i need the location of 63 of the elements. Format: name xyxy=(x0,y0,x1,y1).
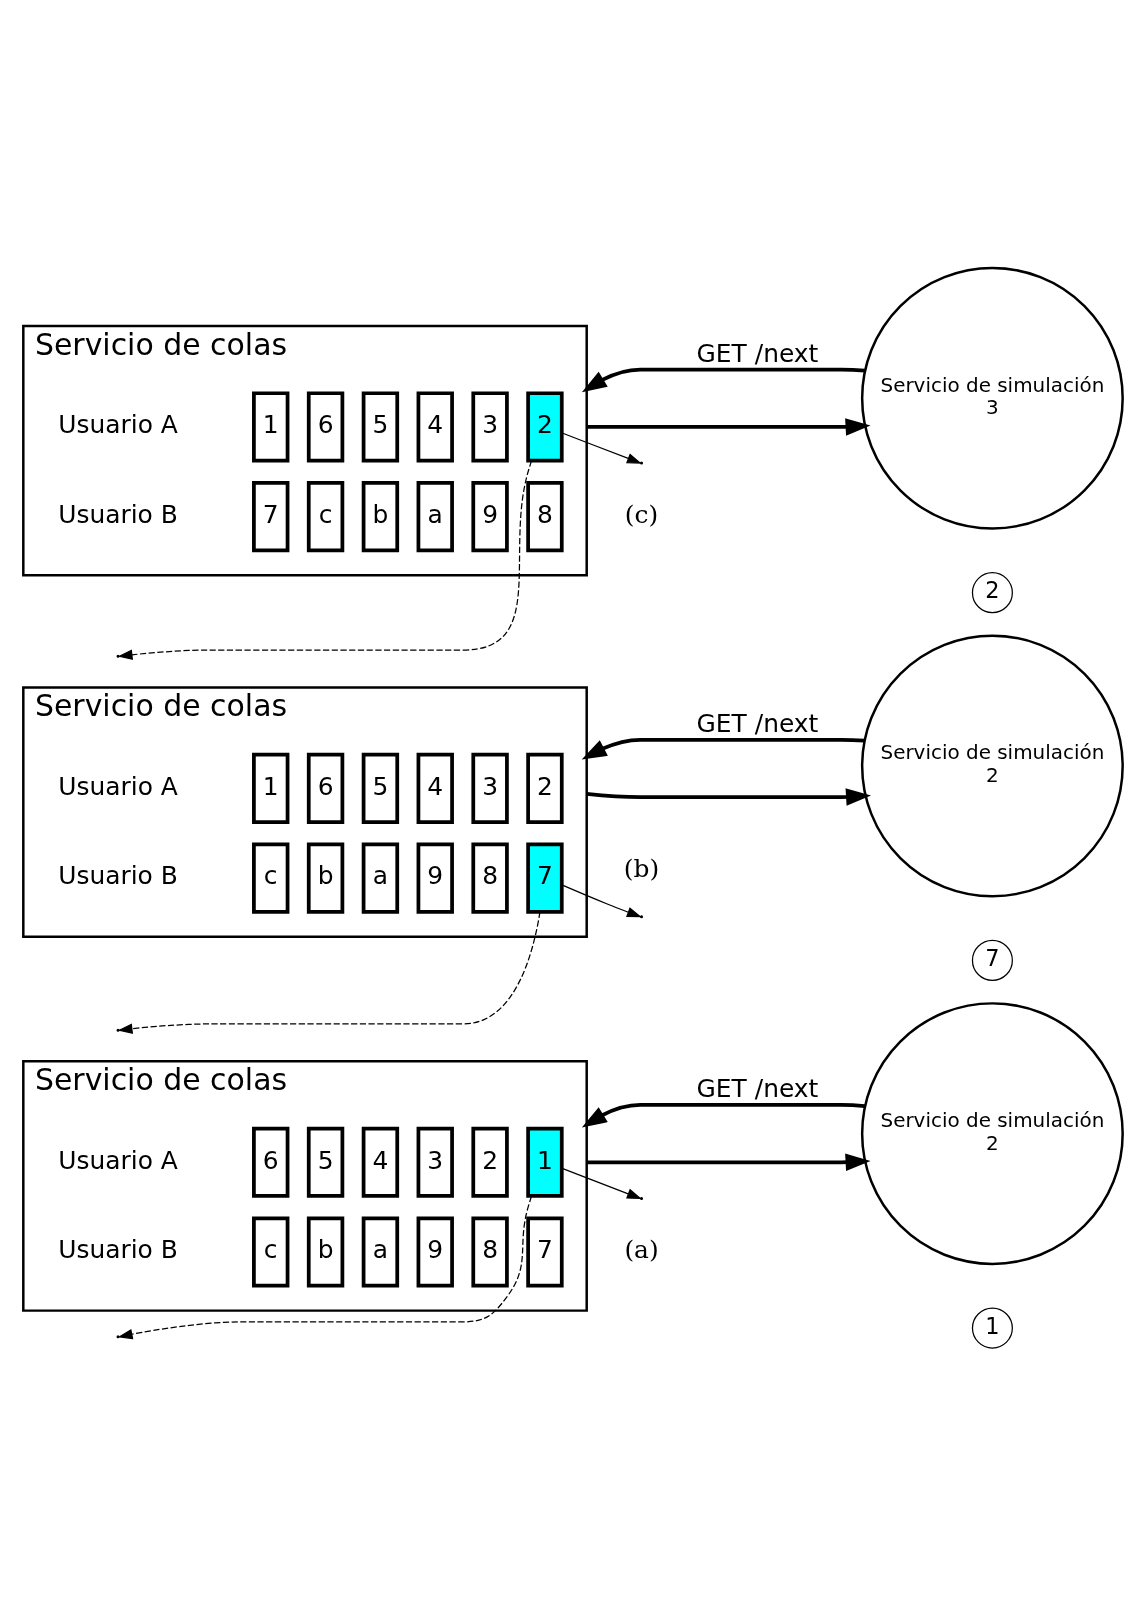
node-box: 9 xyxy=(416,842,454,914)
node-box: 3 xyxy=(471,752,509,824)
node-circle: Servicio de simulación 2 xyxy=(860,1001,1124,1265)
node-box: 7 xyxy=(252,480,290,552)
edge-label: GET /next xyxy=(696,708,819,738)
node-circle: Servicio de simulación 2 xyxy=(860,633,1124,897)
arrow xyxy=(561,883,642,917)
node-circle: 1 xyxy=(971,1307,1013,1349)
node-box: 5 xyxy=(306,1126,345,1198)
node-box: c xyxy=(306,480,345,552)
node-box: 5 xyxy=(361,390,400,462)
node-box: 4 xyxy=(416,752,454,824)
node-box: 2 xyxy=(471,1126,509,1198)
node-box: b xyxy=(306,842,345,914)
arrow xyxy=(586,417,871,436)
node-box: 3 xyxy=(416,1126,454,1198)
node-box: 4 xyxy=(416,390,454,462)
node-box: 9 xyxy=(416,1216,454,1288)
node-box: 7 xyxy=(526,1216,564,1288)
node-box: 4 xyxy=(361,1126,400,1198)
node-box: 7 xyxy=(526,842,564,914)
label: (b) xyxy=(623,853,660,883)
node-box: 5 xyxy=(361,752,400,824)
node-box: c xyxy=(252,1216,290,1288)
node-box: a xyxy=(361,1216,400,1288)
node-box: c xyxy=(252,842,290,914)
node-box: a xyxy=(361,842,400,914)
label: Usuario A xyxy=(58,409,178,439)
node-box: 1 xyxy=(252,390,290,462)
label: Usuario A xyxy=(58,1145,178,1175)
node-box: b xyxy=(306,1216,345,1288)
node-box: 8 xyxy=(471,1216,509,1288)
label: (a) xyxy=(624,1234,659,1264)
node-box: 6 xyxy=(306,390,345,462)
node-box: 8 xyxy=(526,480,564,552)
arrow xyxy=(586,787,871,806)
arrow xyxy=(581,1102,866,1128)
arrow xyxy=(117,1194,533,1339)
node-box: 2 xyxy=(526,752,564,824)
arrow xyxy=(561,1167,642,1199)
node-box: 1 xyxy=(526,1126,564,1198)
label: Usuario B xyxy=(58,499,178,529)
node-box: 3 xyxy=(471,390,509,462)
node-circle: Servicio de simulación 3 xyxy=(860,266,1124,530)
node-box: a xyxy=(416,480,454,552)
node-box: 6 xyxy=(306,752,345,824)
node-circle: 7 xyxy=(971,939,1013,981)
arrow xyxy=(581,367,866,392)
arrow xyxy=(586,1153,871,1171)
label: Usuario A xyxy=(58,771,178,801)
node-box: 2 xyxy=(526,390,564,462)
label: (c) xyxy=(624,499,659,529)
node-box: 8 xyxy=(471,842,509,914)
node-box: b xyxy=(361,480,400,552)
edge-label: GET /next xyxy=(696,338,819,368)
edge-label: GET /next xyxy=(696,1073,819,1103)
node-circle: 2 xyxy=(971,571,1013,613)
label: Usuario B xyxy=(58,860,178,890)
arrow xyxy=(581,737,865,760)
node-box: 6 xyxy=(252,1126,290,1198)
node-box: 9 xyxy=(471,480,509,552)
label: Usuario B xyxy=(58,1234,178,1264)
node-box: 1 xyxy=(252,752,290,824)
